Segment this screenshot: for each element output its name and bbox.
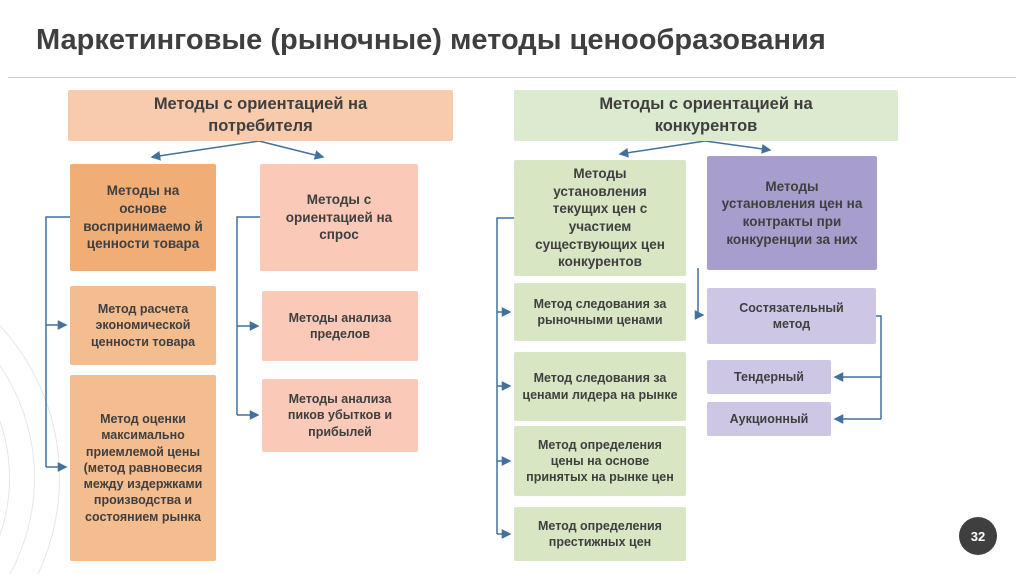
follow-market-prices-box: Метод следования за рыночными ценами [514,283,686,341]
title-divider [8,77,1016,78]
limit-analysis-box: Методы анализа пределов [262,291,418,361]
slide-title: Маркетинговые (рыночные) методы ценообра… [36,24,826,56]
prestige-prices-box: Метод определения престижных цен [514,507,686,561]
competitor-methods-header: Методы с ориентацией на конкурентов [514,90,898,141]
auction-box: Аукционный [707,402,831,436]
follow-leader-box: Метод следования за ценами лидера на рын… [514,352,686,421]
page-number: 32 [970,528,986,544]
page-number-badge: 32 [959,517,997,555]
accepted-market-prices-box: Метод определения цены на основе приняты… [514,426,686,496]
profit-loss-peaks-box: Методы анализа пиков убытков и прибылей [262,379,418,452]
current-prices-box: Методы установления текущих цен с участи… [514,160,686,276]
demand-orientation-box: Методы с ориентацией на спрос [260,164,418,271]
tender-box: Тендерный [707,360,831,394]
perceived-value-box: Методы на основе воспринимаемо й ценност… [70,164,216,271]
contract-pricing-box: Методы установления цен на контракты при… [707,156,877,270]
economic-value-box: Метод расчета экономической ценности тов… [70,286,216,365]
max-acceptable-price-box: Метод оценки максимально приемлемой цены… [70,375,216,561]
adversarial-method-box: Состязательный метод [707,288,876,344]
consumer-methods-header: Методы с ориентацией на потребителя [68,90,453,141]
